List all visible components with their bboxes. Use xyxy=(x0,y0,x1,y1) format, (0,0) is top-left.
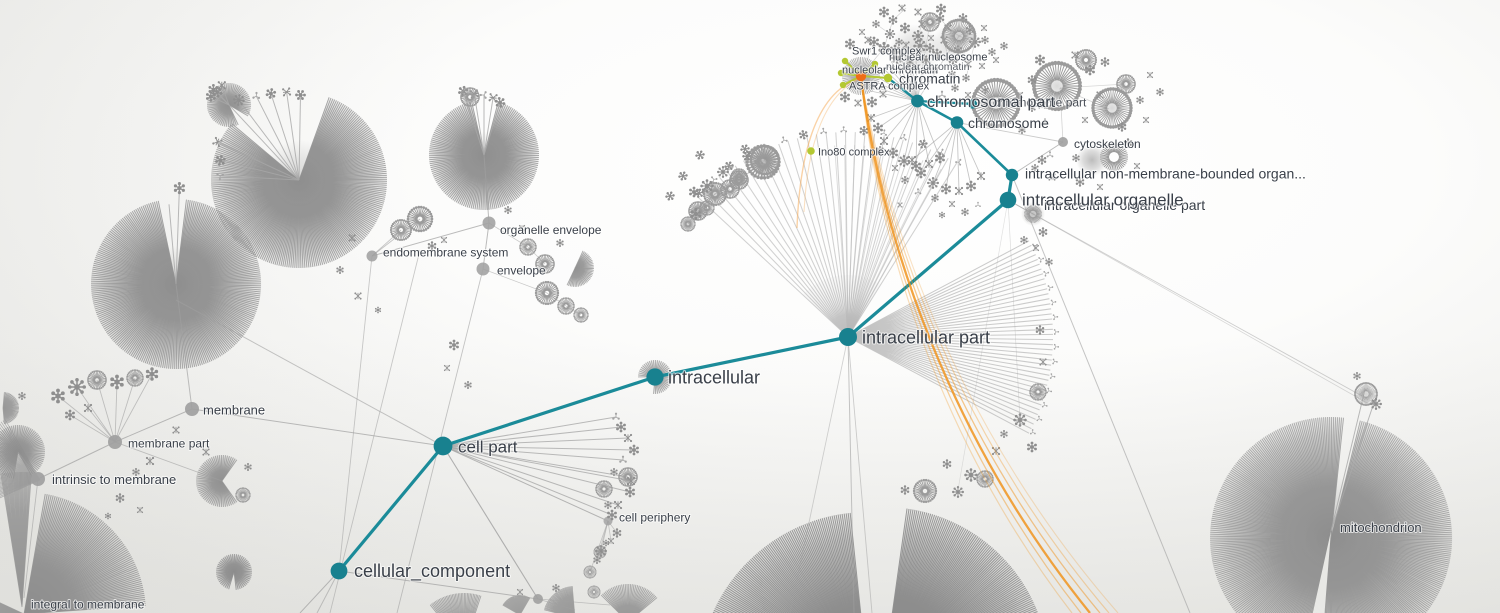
svg-text:ASTRA complex: ASTRA complex xyxy=(849,81,930,93)
svg-text:envelope: envelope xyxy=(497,264,546,278)
svg-text:intracellular non-membrane-bou: intracellular non-membrane-bounded organ… xyxy=(1025,166,1306,182)
svg-text:cell part: cell part xyxy=(458,438,518,457)
svg-text:intracellular: intracellular xyxy=(668,368,760,388)
svg-text:intracellular organelle: intracellular organelle xyxy=(1022,191,1184,210)
svg-text:nuclear chromatin: nuclear chromatin xyxy=(886,61,970,73)
svg-text:chromosome part: chromosome part xyxy=(993,96,1087,110)
svg-text:nuclear nucleosome: nuclear nucleosome xyxy=(889,52,987,64)
svg-text:Ino80 complex: Ino80 complex xyxy=(818,147,890,159)
svg-text:membrane: membrane xyxy=(203,403,265,418)
svg-text:cell periphery: cell periphery xyxy=(619,511,690,525)
svg-text:chromatin: chromatin xyxy=(899,71,960,87)
svg-text:integral to membrane: integral to membrane xyxy=(31,598,145,612)
svg-text:chromosomal part: chromosomal part xyxy=(927,94,1056,111)
svg-text:organelle envelope: organelle envelope xyxy=(500,223,602,237)
svg-text:Swr1 complex: Swr1 complex xyxy=(852,46,922,58)
svg-text:intracellular organelle part: intracellular organelle part xyxy=(1044,197,1205,213)
svg-text:cellular_component: cellular_component xyxy=(354,561,510,582)
svg-text:chromosome: chromosome xyxy=(968,115,1049,131)
svg-text:cytoskeleton: cytoskeleton xyxy=(1074,137,1141,151)
svg-text:mitochondrion: mitochondrion xyxy=(1340,520,1422,535)
svg-text:endomembrane system: endomembrane system xyxy=(383,246,508,260)
svg-text:nucleolar chromatin: nucleolar chromatin xyxy=(842,65,938,77)
svg-text:intrinsic to membrane: intrinsic to membrane xyxy=(52,472,176,487)
svg-text:membrane part: membrane part xyxy=(128,437,210,451)
svg-text:intracellular part: intracellular part xyxy=(862,328,990,348)
